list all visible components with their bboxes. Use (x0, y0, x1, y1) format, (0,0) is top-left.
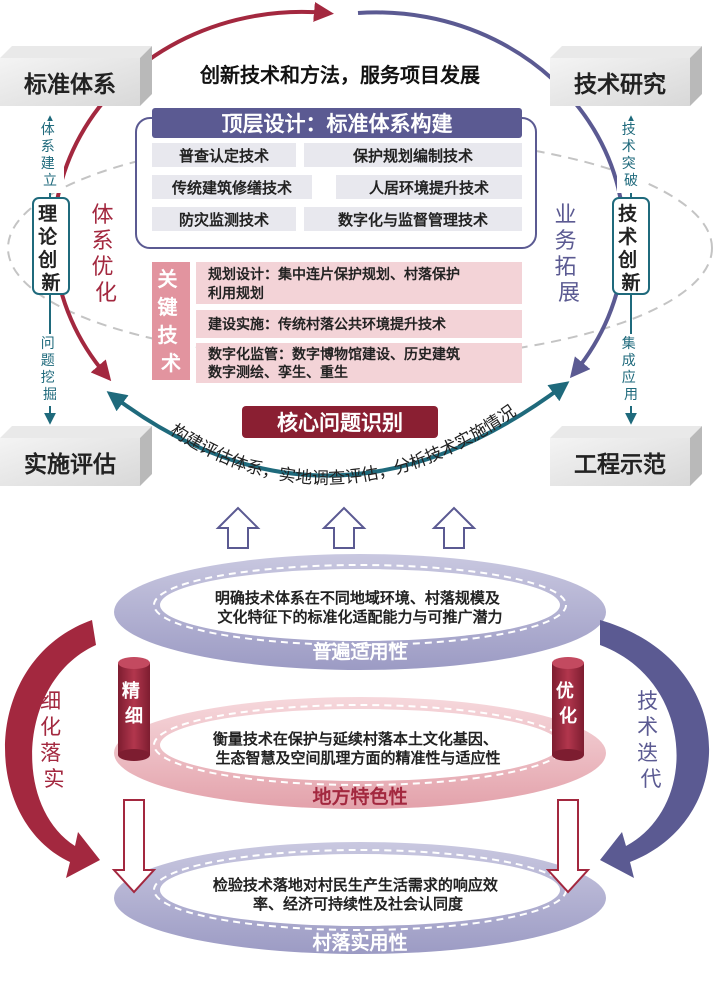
svg-text:建设实施：传统村落公共环境提升技术: 建设实施：传统村落公共环境提升技术 (208, 316, 446, 333)
svg-text:优 化: 优 化 (556, 680, 580, 727)
svg-text:数字化与监督管理技术: 数字化与监督管理技术 (338, 211, 488, 229)
svg-text:数字化监管：数字博物馆建设、历史建筑 数字测绘、: 数字化监管：数字博物馆建设、历史建筑 数字测绘、孪生、重生 (208, 346, 465, 381)
key-tech-label: 关 键 技 术 (158, 267, 185, 375)
tech-innovation-label: 技 术 创 新 (617, 202, 644, 294)
loop-arc-red (51, 1, 334, 382)
char: 系 (41, 139, 55, 155)
svg-text:规划设计：集中连片保护规划、村落保护 利用规划: 规划设计：集中连片保护规划、村落保护 利用规划 (208, 266, 465, 302)
corner-label: 实施评估 (24, 451, 116, 478)
svg-text:明确技术体系在不同地域环境、村落规模及 文化特征: 明确技术体系在不同地域环境、村落规模及 文化特征下的标准化适配能力与可推广潜力 (215, 589, 505, 626)
left-bottom-label: 问 题 挖 掘 (41, 336, 59, 403)
side-label-right: 技 术 迭 代 (637, 689, 665, 791)
ring-universal: 明确技术体系在不同地域环境、村落规模及 文化特征下的标准化适配能力与可推广潜力 … (114, 554, 606, 670)
svg-text:普查认定技术: 普查认定技术 (179, 147, 269, 165)
key-tech-row-0: 规划设计：集中连片保护规划、村落保护 利用规划 (196, 262, 522, 304)
svg-text:防灾监测技术: 防灾监测技术 (179, 211, 269, 229)
tech-innovation-box (612, 197, 650, 295)
corner-box-implementation-eval: 实施评估 (0, 426, 152, 486)
up-arrow-center (321, 506, 367, 549)
svg-text:精 细: 精 细 (122, 680, 146, 727)
ring-title: 普遍适用性 (312, 640, 407, 663)
ring-title: 地方特色性 (312, 785, 407, 808)
char: 立 (43, 173, 57, 189)
loop-arc-navy (357, 10, 627, 379)
tech-item-5: 数字化与监督管理技术 (304, 207, 522, 231)
pillar-right: 优 化 (552, 657, 584, 761)
corner-box-standard-system: 标准体系 (0, 46, 152, 106)
tech-item-2: 传统建筑修缮技术 (152, 175, 312, 199)
corner-label: 技术研究 (574, 71, 666, 98)
background-dashed-ellipse (7, 135, 713, 361)
svg-text:保护规划编制技术: 保护规划编制技术 (352, 147, 473, 165)
side-label-left: 细 化 落 实 (40, 689, 68, 791)
theory-innovation-box (32, 197, 70, 295)
down-arrow-right (545, 799, 591, 894)
svg-text:衡量技术在保护与延续村落本土文化基因、 生态智慧: 衡量技术在保护与延续村落本土文化基因、 生态智慧及空间肌理方面的精准性与适应性 (213, 730, 503, 767)
corner-box-engineering-demo: 工程示范 (550, 426, 702, 486)
corner-label: 工程示范 (574, 452, 666, 478)
top-design-title-bar (152, 108, 522, 138)
tech-item-1: 保护规划编制技术 (304, 143, 522, 167)
up-arrow-right (431, 506, 477, 549)
svg-text:检验技术落地对村民生产生活需求的响应效 率、经济: 检验技术落地对村民生产生活需求的响应效 率、经济可持续性及社会认同度 (213, 876, 503, 913)
pillar-left: 精 细 (118, 657, 150, 761)
loop-left-label: 体 系 优 化 (91, 203, 120, 306)
char: 体 (41, 122, 55, 138)
loop-top-caption: 创新技术和方法，服务项目发展 (199, 63, 480, 87)
corner-label: 标准体系 (24, 72, 116, 98)
tech-item-4: 防灾监测技术 (152, 207, 296, 231)
key-tech-label-box (152, 262, 190, 380)
ring-local-character: 衡量技术在保护与延续村落本土文化基因、 生态智慧及空间肌理方面的精准性与适应性 … (114, 697, 606, 809)
side-arrow-right (600, 620, 710, 878)
tech-item-0: 普查认定技术 (152, 143, 296, 167)
svg-text:人居环境提升技术: 人居环境提升技术 (369, 179, 489, 197)
ring-village-practicality: 检验技术落地对村民生产生活需求的响应效 率、经济可持续性及社会认同度 村落实用性 (114, 842, 606, 954)
right-bottom-label: 集 成 应 用 (622, 335, 640, 403)
loop-right-label: 业 务 拓 展 (554, 203, 583, 306)
theory-innovation-label: 理 论 创 新 (37, 203, 64, 294)
top-design-title: 顶层设计：标准体系构建 (222, 112, 453, 136)
up-arrow-left (215, 506, 261, 549)
right-top-label: 技 术 突 破 (622, 122, 640, 189)
tech-item-3: 人居环境提升技术 (336, 175, 522, 199)
ring-title: 村落实用性 (312, 931, 407, 954)
key-tech-row-1: 建设实施：传统村落公共环境提升技术 (196, 310, 522, 338)
svg-text:传统建筑修缮技术: 传统建筑修缮技术 (171, 179, 292, 197)
left-top-label: 体 系 建 立 (41, 122, 59, 189)
core-issue-box (242, 406, 438, 438)
down-arrow-left (111, 799, 157, 894)
corner-box-tech-research: 技术研究 (550, 46, 702, 106)
side-arrow-left (5, 620, 100, 878)
key-tech-row-2: 数字化监管：数字博物馆建设、历史建筑 数字测绘、孪生、重生 (196, 343, 522, 383)
char: 建 (41, 156, 55, 172)
loop-arc-teal (106, 381, 570, 478)
core-issue-label: 核心问题识别 (277, 411, 403, 435)
